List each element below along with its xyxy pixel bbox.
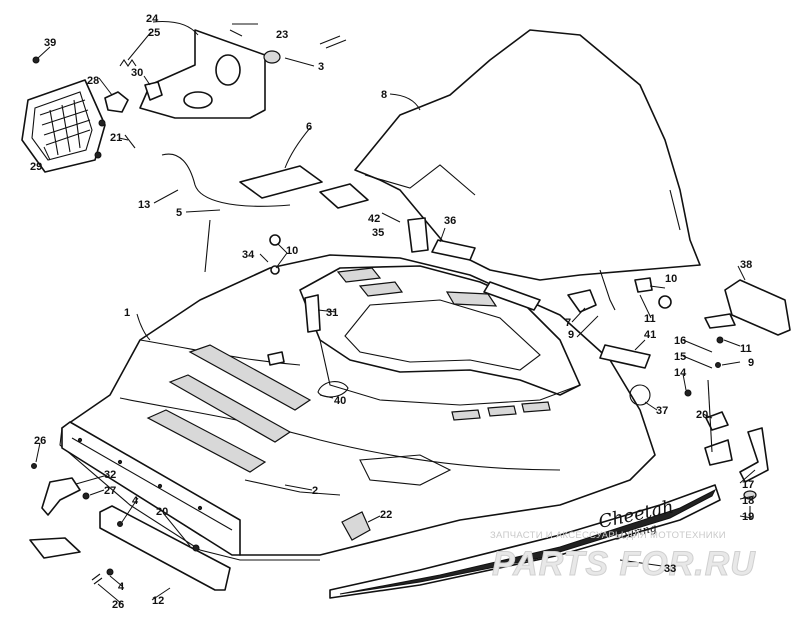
callout-8: 8	[381, 89, 387, 101]
callout-31: 31	[326, 307, 338, 319]
callout-7: 7	[565, 317, 571, 329]
callout-27: 27	[104, 485, 116, 497]
headlight-lens-grid	[39, 99, 91, 156]
watermark-tagline: ЗАПЧАСТИ И АКСЕССУАРЫ ДЛЯ МОТОТЕХНИКИ	[490, 530, 726, 541]
callout-3: 3	[318, 61, 324, 73]
front-bumper	[61, 421, 241, 556]
callout-15: 15	[674, 351, 686, 363]
callout-11a: 11	[644, 313, 656, 325]
callout-30: 30	[131, 67, 143, 79]
small-parts	[29, 165, 791, 591]
callout-29: 29	[30, 161, 42, 173]
callout-10a: 10	[286, 245, 298, 257]
callout-28: 28	[87, 75, 99, 87]
callout-16: 16	[674, 335, 686, 347]
callout-33: 33	[664, 563, 676, 575]
callout-10b: 10	[665, 273, 677, 285]
callout-12: 12	[152, 595, 164, 607]
callout-40: 40	[334, 395, 346, 407]
callout-26a: 26	[34, 435, 46, 447]
callout-23: 23	[276, 29, 288, 41]
callout-41: 41	[644, 329, 656, 341]
callout-35: 35	[372, 227, 384, 239]
callout-1: 1	[124, 307, 130, 319]
callout-4a: 4	[132, 495, 139, 507]
callout-37: 37	[656, 405, 668, 417]
watermark: ЗАПЧАСТИ И АКСЕССУАРЫ ДЛЯ МОТОТЕХНИКИ PA…	[490, 530, 756, 584]
callout-14: 14	[674, 367, 687, 379]
callout-17: 17	[742, 479, 754, 491]
callout-25: 25	[148, 27, 160, 39]
callout-32: 32	[104, 469, 116, 481]
callout-20a: 20	[156, 506, 168, 518]
callout-34: 34	[242, 249, 255, 261]
callout-38: 38	[740, 259, 752, 271]
callout-42: 42	[368, 213, 380, 225]
callout-19: 19	[742, 511, 754, 523]
hood	[59, 254, 656, 561]
callout-6: 6	[306, 121, 312, 133]
callout-39: 39	[44, 37, 56, 49]
windshield	[354, 29, 701, 311]
watermark-logo: PARTS FOR.RU	[492, 545, 756, 583]
callout-2: 2	[312, 485, 318, 497]
callout-26b: 26	[112, 599, 124, 611]
callout-11b: 11	[740, 343, 752, 355]
callout-5: 5	[176, 207, 182, 219]
callout-4b: 4	[118, 581, 125, 593]
callout-24: 24	[146, 13, 159, 25]
callout-9a: 9	[568, 329, 574, 341]
callout-20b: 20	[696, 409, 708, 421]
callout-36: 36	[444, 215, 456, 227]
headlight-assembly	[21, 23, 347, 273]
callout-13: 13	[138, 199, 150, 211]
callout-21: 21	[110, 132, 122, 144]
callout-18: 18	[742, 495, 754, 507]
callout-22: 22	[380, 509, 392, 521]
leader-lines	[35, 21, 756, 605]
callouts: 1 2 3 4 4 5 6 7 8 9 9 10 10 11 11 12 13 …	[30, 13, 754, 611]
callout-9b: 9	[748, 357, 754, 369]
